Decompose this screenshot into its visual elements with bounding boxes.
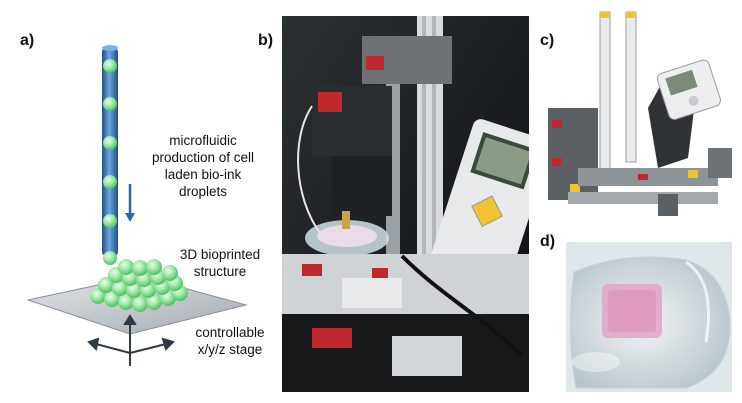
panel-b-label: b) bbox=[258, 32, 274, 49]
caption-line: production of cell bbox=[151, 150, 255, 165]
printed-tissue-photo bbox=[566, 242, 732, 392]
printed-tissue-illustration bbox=[566, 242, 732, 392]
bioprinting-schematic bbox=[26, 45, 248, 366]
caption-line: controllable bbox=[195, 325, 265, 340]
caption-line: structure bbox=[193, 264, 247, 279]
xyz-axes bbox=[87, 314, 175, 366]
caption-line: x/y/z stage bbox=[197, 342, 263, 357]
flow-arrow bbox=[125, 184, 135, 222]
printer-photo-illustration bbox=[282, 16, 529, 392]
panel-d-label: d) bbox=[540, 233, 556, 250]
caption-line: microfluidic bbox=[169, 133, 237, 148]
caption-line: droplets bbox=[178, 184, 228, 199]
caption-stage: controllable x/y/z stage bbox=[178, 324, 282, 358]
droplets-in-tube bbox=[103, 59, 117, 265]
printer-model-render bbox=[548, 11, 732, 216]
printer-photo bbox=[282, 16, 529, 392]
caption-microfluidic: microfluidic production of cell laden bi… bbox=[128, 132, 278, 200]
caption-line: laden bio-ink bbox=[164, 167, 242, 182]
bioprinted-structure bbox=[90, 259, 188, 312]
panel-a-label: a) bbox=[20, 32, 35, 49]
caption-structure: 3D bioprinted structure bbox=[160, 246, 280, 280]
panel-c-label: c) bbox=[540, 32, 555, 49]
caption-line: 3D bioprinted bbox=[179, 247, 261, 262]
